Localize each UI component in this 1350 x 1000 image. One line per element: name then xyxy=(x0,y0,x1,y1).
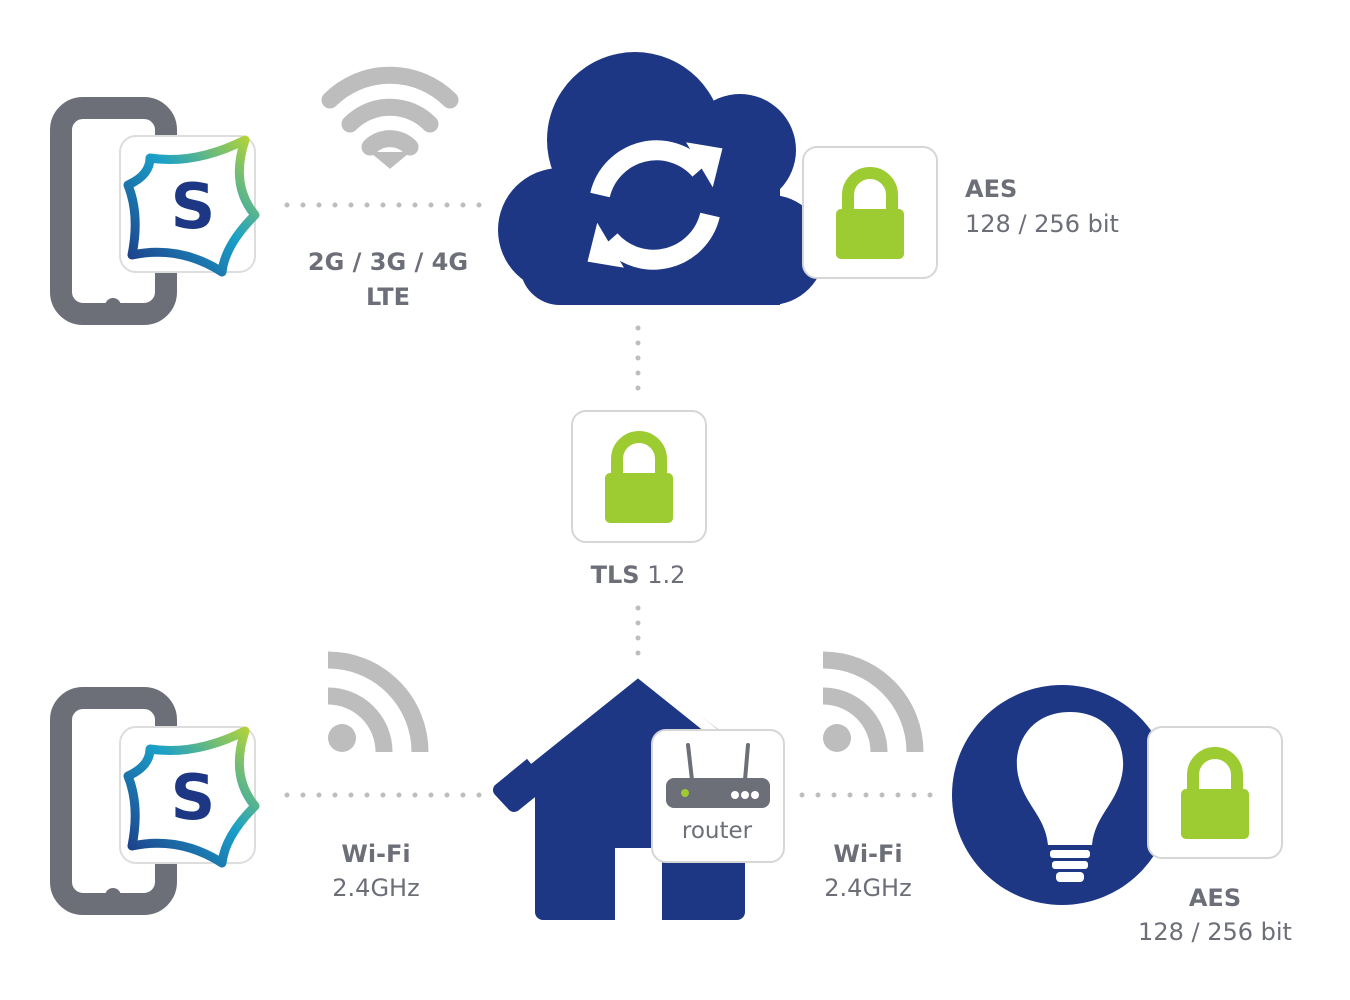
left-link-frequency: 2.4GHz xyxy=(332,874,419,902)
wifi-signal-icon-left xyxy=(328,660,420,752)
lock-icon-cloud xyxy=(803,147,937,278)
tls-protocol: TLS xyxy=(591,561,640,589)
router-box: router xyxy=(651,729,785,863)
network-type-label: 2G / 3G / 4G xyxy=(308,248,468,276)
wifi-signal-icon-right xyxy=(823,660,915,752)
tls-label: TLS 1.2 xyxy=(591,561,686,589)
right-link-frequency: 2.4GHz xyxy=(824,874,911,902)
device-encryption-detail: 128 / 256 bit xyxy=(1138,918,1292,946)
app-icon-bottom: S xyxy=(120,727,255,863)
cloud-encryption-title: AES xyxy=(965,175,1017,203)
wireless-signal-icon xyxy=(321,66,459,169)
app-icon-letter: S xyxy=(171,170,216,243)
lock-icon-bulb xyxy=(1148,727,1282,858)
network-lte-label: LTE xyxy=(366,283,410,311)
left-link-protocol: Wi-Fi xyxy=(341,840,410,868)
app-icon-letter: S xyxy=(171,761,216,834)
lock-icon-tls xyxy=(572,411,706,542)
app-icon-top: S xyxy=(120,136,255,272)
router-icon xyxy=(666,743,770,808)
sync-icon xyxy=(587,140,723,270)
tls-version: 1.2 xyxy=(647,561,685,589)
right-link-protocol: Wi-Fi xyxy=(833,840,902,868)
light-bulb-icon xyxy=(1016,712,1124,882)
router-label: router xyxy=(682,818,753,844)
device-encryption-title: AES xyxy=(1189,884,1241,912)
cloud-encryption-detail: 128 / 256 bit xyxy=(965,210,1119,238)
